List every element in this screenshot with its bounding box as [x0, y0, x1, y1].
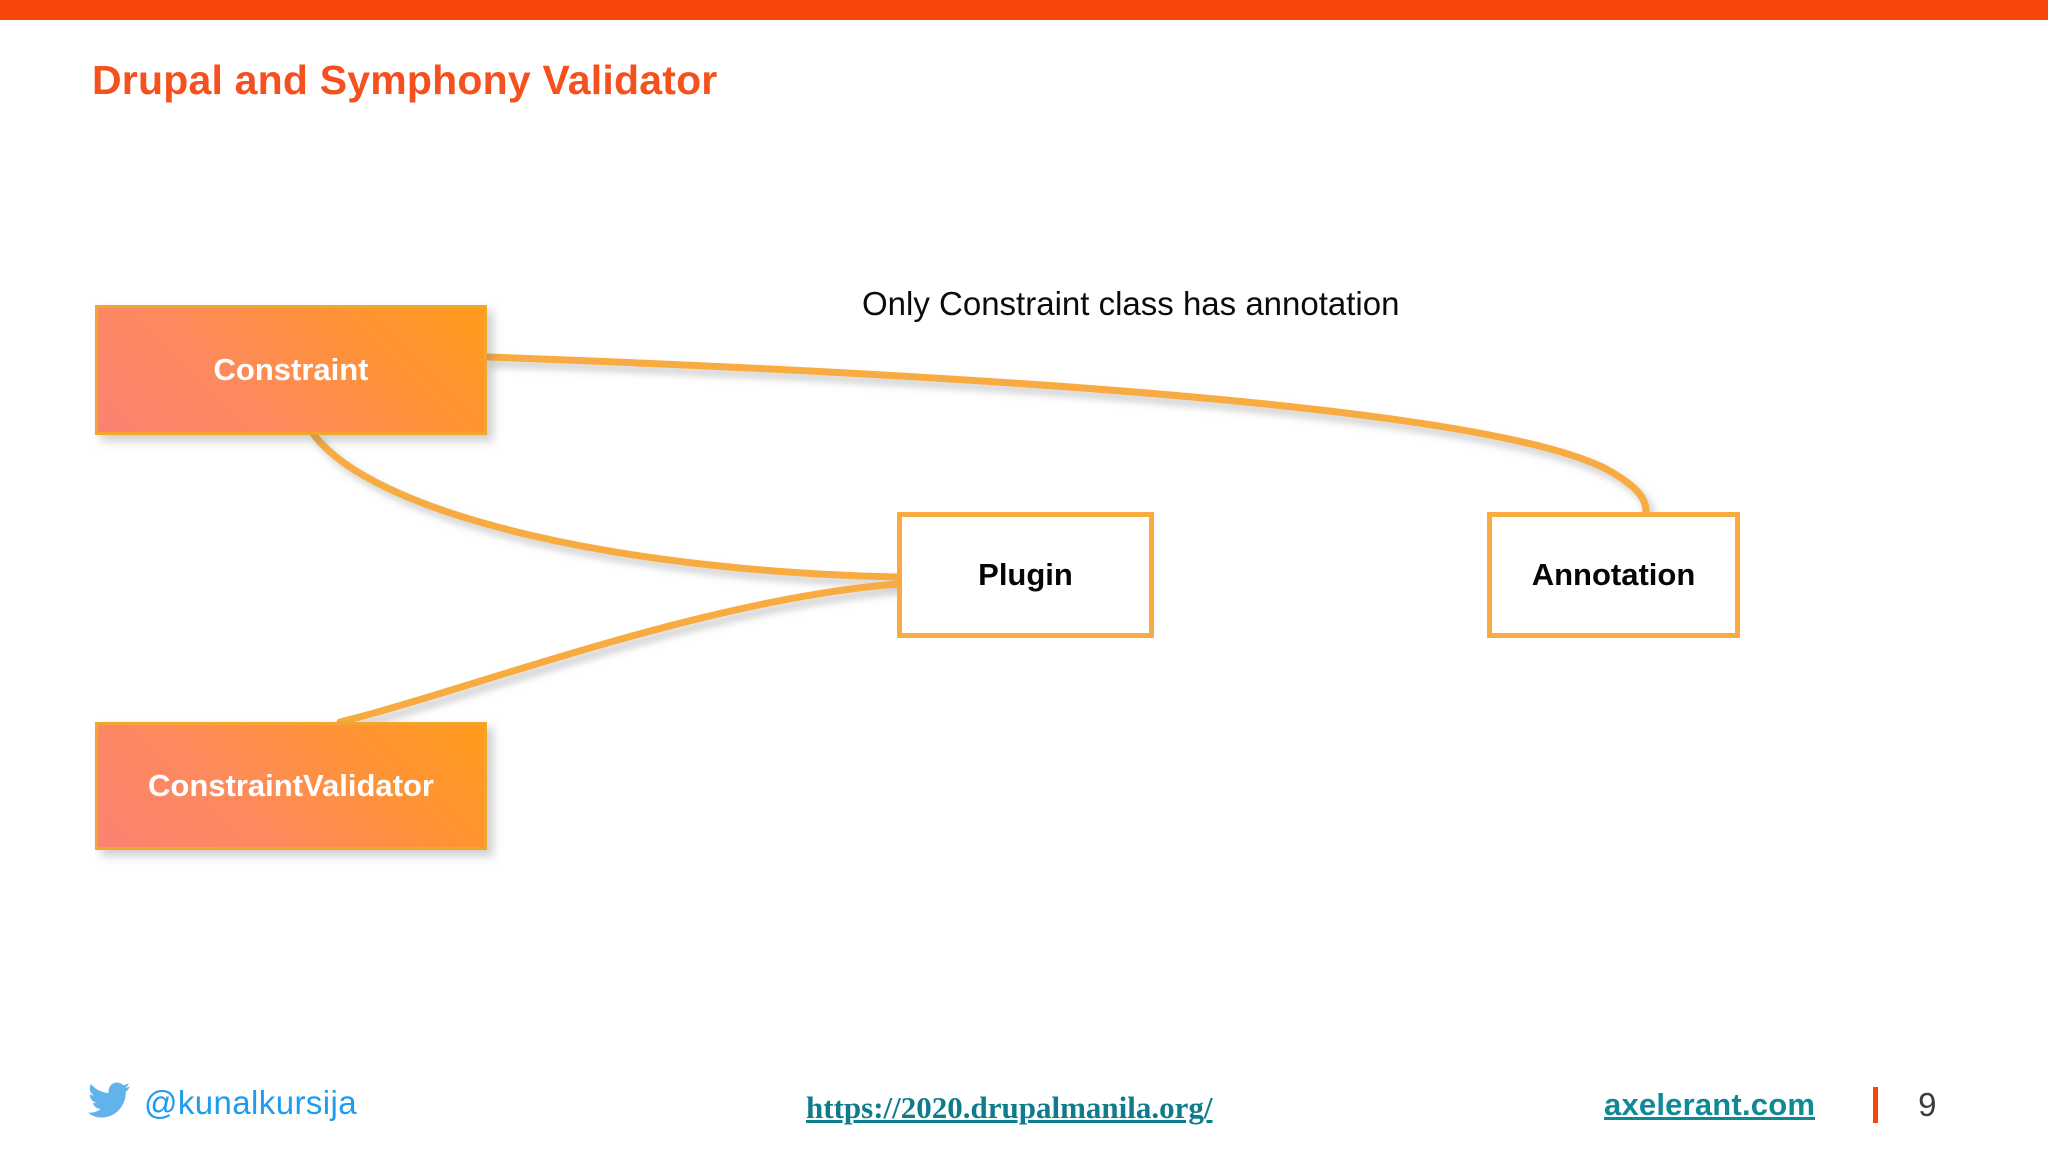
- node-constraint-validator[interactable]: ConstraintValidator: [95, 722, 487, 850]
- node-constraint[interactable]: Constraint: [95, 305, 487, 435]
- page-title: Drupal and Symphony Validator: [92, 57, 718, 103]
- node-plugin-label: Plugin: [978, 557, 1073, 592]
- edge-constraint-to-annotation: [483, 353, 1650, 516]
- footer-right-group: axelerant.com 9: [1604, 1086, 1936, 1124]
- twitter-bird-icon: [88, 1082, 130, 1123]
- twitter-handle-label: @kunalkursija: [144, 1083, 357, 1121]
- footer-twitter-handle[interactable]: @kunalkursija: [88, 1082, 357, 1123]
- node-plugin[interactable]: Plugin: [897, 512, 1154, 638]
- edge-constraint-to-plugin: [310, 431, 901, 581]
- top-accent-bar: [0, 0, 2048, 20]
- node-annotation-label: Annotation: [1531, 557, 1696, 592]
- page-number: 9: [1918, 1086, 1937, 1123]
- diagram-caption: Only Constraint class has annotation: [862, 285, 1400, 322]
- event-url-link[interactable]: https://2020.drupalmanila.org/: [806, 1090, 1213, 1125]
- edge-constraintvalidator-to-plugin: [336, 580, 901, 726]
- footer-separator: [1873, 1087, 1879, 1123]
- node-constraint-label: Constraint: [213, 352, 369, 387]
- node-annotation[interactable]: Annotation: [1487, 512, 1740, 638]
- company-url-link[interactable]: axelerant.com: [1604, 1087, 1816, 1122]
- node-constraint-validator-label: ConstraintValidator: [148, 768, 434, 803]
